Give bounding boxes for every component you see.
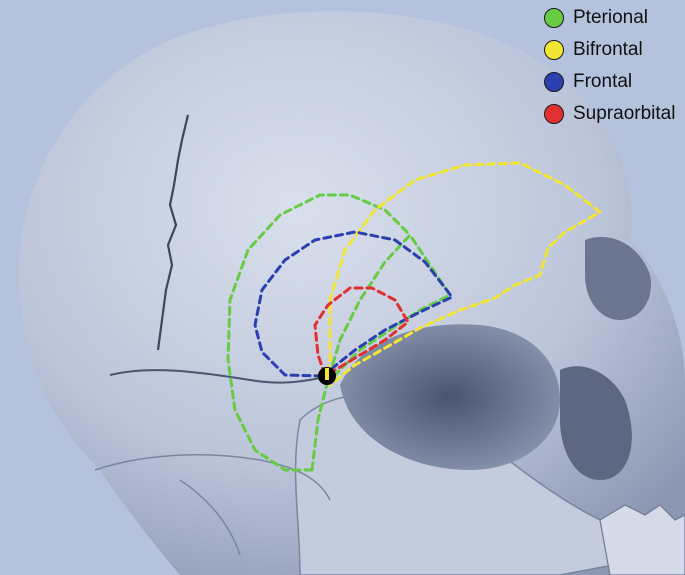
legend-item-bifrontal: Bifrontal [544, 38, 675, 62]
supraorbital-outline [313, 286, 410, 377]
legend-label: Supraorbital [573, 103, 676, 124]
frontal-outline [253, 230, 454, 378]
keyhole-notch [325, 368, 329, 380]
legend-label: Bifrontal [573, 39, 643, 60]
nasal-cavity [560, 366, 632, 480]
legend-swatch [544, 40, 564, 60]
teeth [599, 504, 685, 575]
orbit [340, 324, 560, 470]
sphenoid-outline [179, 479, 241, 556]
legend-swatch [544, 72, 564, 92]
squamosal-suture [109, 369, 321, 384]
legend-swatch [544, 104, 564, 124]
legend-item-frontal: Frontal [544, 70, 675, 94]
skull-illustration [18, 11, 685, 575]
legend-item-pterional: Pterional [544, 6, 675, 30]
bifrontal-outline [328, 161, 602, 387]
legend-label: Frontal [573, 71, 633, 92]
craniotomy-outlines [226, 161, 602, 472]
far-orbit [585, 236, 651, 320]
legend-swatch [544, 8, 564, 28]
legend-label: Pterional [573, 7, 648, 28]
temporal-line [94, 454, 331, 501]
pterional-outline [226, 193, 452, 472]
legend: Pterional Bifrontal Frontal Supraorbital [544, 6, 675, 126]
coronal-suture [156, 114, 190, 351]
legend-item-supraorbital: Supraorbital [544, 102, 675, 126]
